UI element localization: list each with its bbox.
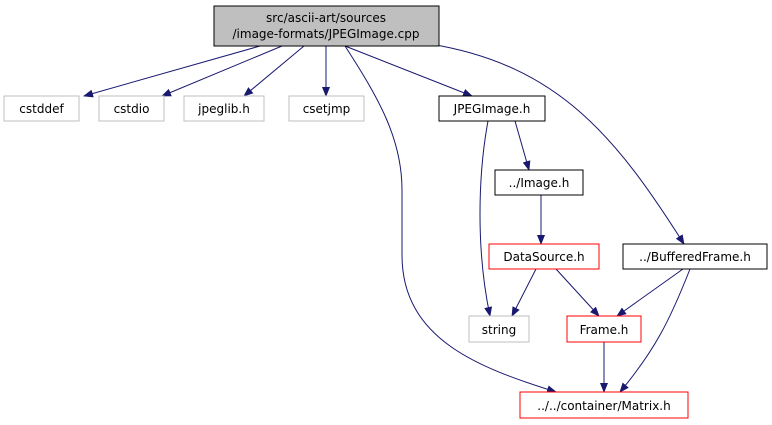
edge-root-to-cstddef — [83, 45, 261, 98]
node-root-label-line-1: src/ascii-art/sources — [266, 11, 386, 25]
node-string-label: string — [482, 323, 516, 337]
node-cstdio[interactable]: cstdio — [98, 95, 165, 122]
node-bufferedframe-h[interactable]: ../BufferedFrame.h — [622, 243, 768, 270]
edge-root-to-cstdio — [161, 45, 283, 97]
edge-datasource-to-string — [511, 268, 537, 317]
edges-layer — [83, 43, 691, 394]
node-image-h-label: ../Image.h — [509, 176, 570, 190]
edge-root-to-bufferedframe — [429, 43, 685, 245]
edge-root-to-jpeglib — [243, 45, 305, 97]
node-cstddef-label: cstddef — [19, 102, 64, 116]
node-frame-h[interactable]: Frame.h — [566, 315, 642, 343]
edge-root-to-matrix — [344, 45, 557, 394]
node-csetjmp[interactable]: csetjmp — [288, 95, 365, 122]
node-string[interactable]: string — [468, 315, 530, 343]
node-jpeglib[interactable]: jpeglib.h — [183, 95, 265, 122]
edge-bufferedframe-to-frame — [616, 268, 684, 317]
node-bufferedframe-h-label: ../BufferedFrame.h — [639, 250, 751, 264]
edge-jpegimage-to-string — [479, 120, 493, 317]
node-matrix-h[interactable]: ../../container/Matrix.h — [519, 391, 689, 419]
edge-jpegimage-to-image — [514, 120, 531, 171]
node-root[interactable]: src/ascii-art/sources /image-formats/JPE… — [213, 5, 440, 47]
node-jpegimage-h[interactable]: JPEGImage.h — [438, 95, 546, 122]
node-matrix-h-label: ../../container/Matrix.h — [537, 399, 670, 413]
node-datasource-h-label: DataSource.h — [503, 250, 584, 264]
node-root-label-line-2: /image-formats/JPEGImage.cpp — [233, 27, 420, 41]
node-jpegimage-h-label: JPEGImage.h — [453, 102, 531, 116]
edge-root-to-jpegimage — [344, 45, 473, 97]
node-cstdio-label: cstdio — [114, 102, 150, 116]
node-datasource-h[interactable]: DataSource.h — [488, 243, 600, 270]
node-image-h[interactable]: ../Image.h — [494, 169, 584, 196]
node-csetjmp-label: csetjmp — [303, 102, 351, 116]
edge-bufferedframe-to-matrix — [619, 268, 691, 393]
node-frame-h-label: Frame.h — [580, 323, 629, 337]
edge-datasource-to-frame — [555, 268, 600, 317]
node-cstddef[interactable]: cstddef — [3, 95, 80, 122]
node-jpeglib-label: jpeglib.h — [197, 102, 250, 116]
nodes-layer: src/ascii-art/sources /image-formats/JPE… — [3, 5, 768, 419]
